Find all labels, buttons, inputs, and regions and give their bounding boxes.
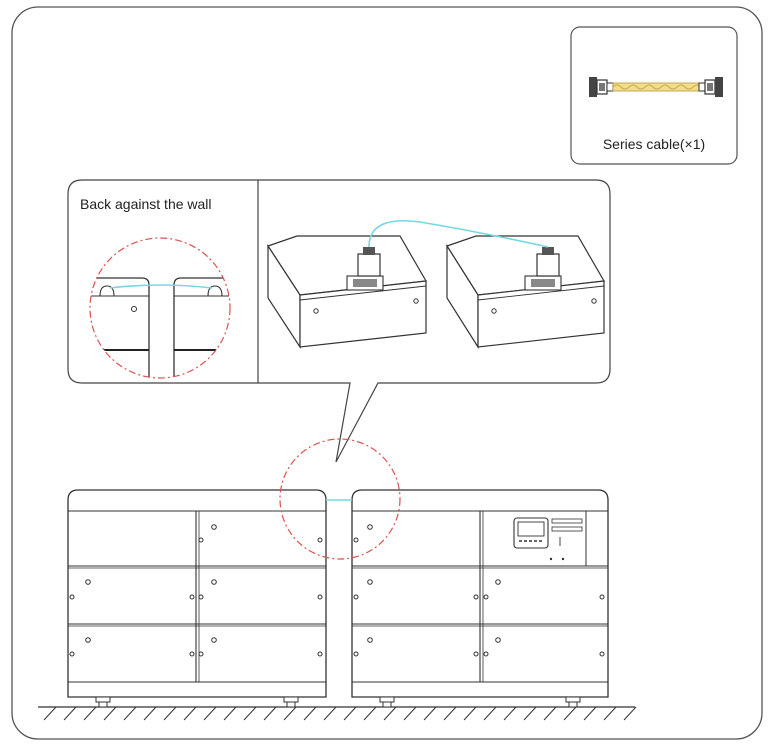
outer-frame xyxy=(11,6,763,740)
series-cable-label: Series cable(×1) xyxy=(602,136,706,152)
connection-magnifier xyxy=(279,438,401,560)
legend-box xyxy=(570,26,738,165)
cabinet-left xyxy=(67,489,327,708)
control-panel xyxy=(513,517,583,561)
series-cable-detail xyxy=(368,220,549,248)
battery-module-right xyxy=(446,235,605,350)
battery-module-left xyxy=(267,235,427,350)
series-cable-icon xyxy=(589,77,723,97)
floor xyxy=(38,706,637,721)
cabinet-right xyxy=(351,489,609,708)
wall-instruction-label: Back against the wall xyxy=(80,196,212,212)
